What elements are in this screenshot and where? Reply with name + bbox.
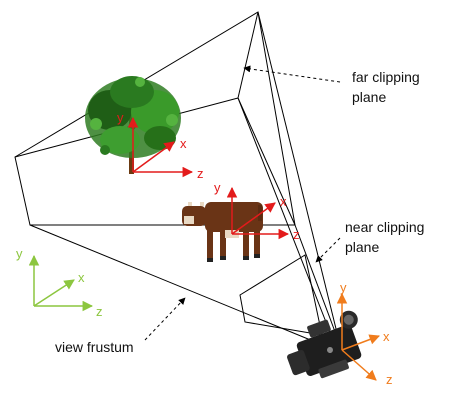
tree-axis-x: x bbox=[180, 136, 187, 151]
leader-arrows bbox=[144, 65, 341, 341]
camera-axes bbox=[336, 292, 380, 381]
cow-axes bbox=[226, 186, 290, 240]
cow-axis-y: y bbox=[214, 180, 221, 195]
near-clipping-plane bbox=[239, 254, 323, 336]
tree-axes bbox=[127, 116, 194, 178]
far-label-line2: plane bbox=[352, 89, 386, 105]
world-axis-z: z bbox=[96, 304, 103, 319]
frustum-leader bbox=[144, 297, 186, 341]
camera-icon bbox=[287, 310, 362, 379]
cow-axis-z: z bbox=[293, 227, 300, 242]
near-plane-leader bbox=[315, 237, 341, 263]
near-label-line2: plane bbox=[345, 239, 379, 255]
far-label-line1: far clipping bbox=[352, 69, 420, 85]
cow-icon bbox=[182, 202, 263, 262]
tree-axis-z: z bbox=[197, 166, 204, 181]
far-plane-leader bbox=[243, 65, 341, 83]
near-label-line1: near clipping bbox=[345, 219, 424, 235]
world-axis-y: y bbox=[16, 246, 23, 261]
world-axes bbox=[28, 254, 94, 312]
tree-axis-y: y bbox=[117, 110, 124, 125]
camera-axis-z: z bbox=[386, 372, 393, 387]
world-axis-x: x bbox=[78, 270, 85, 285]
view-frustum-label: view frustum bbox=[55, 339, 134, 355]
view-frustum-wireframe bbox=[14, 11, 341, 349]
cow-axis-x: x bbox=[280, 194, 287, 209]
camera-axis-y: y bbox=[340, 280, 347, 295]
camera-axis-x: x bbox=[383, 329, 390, 344]
